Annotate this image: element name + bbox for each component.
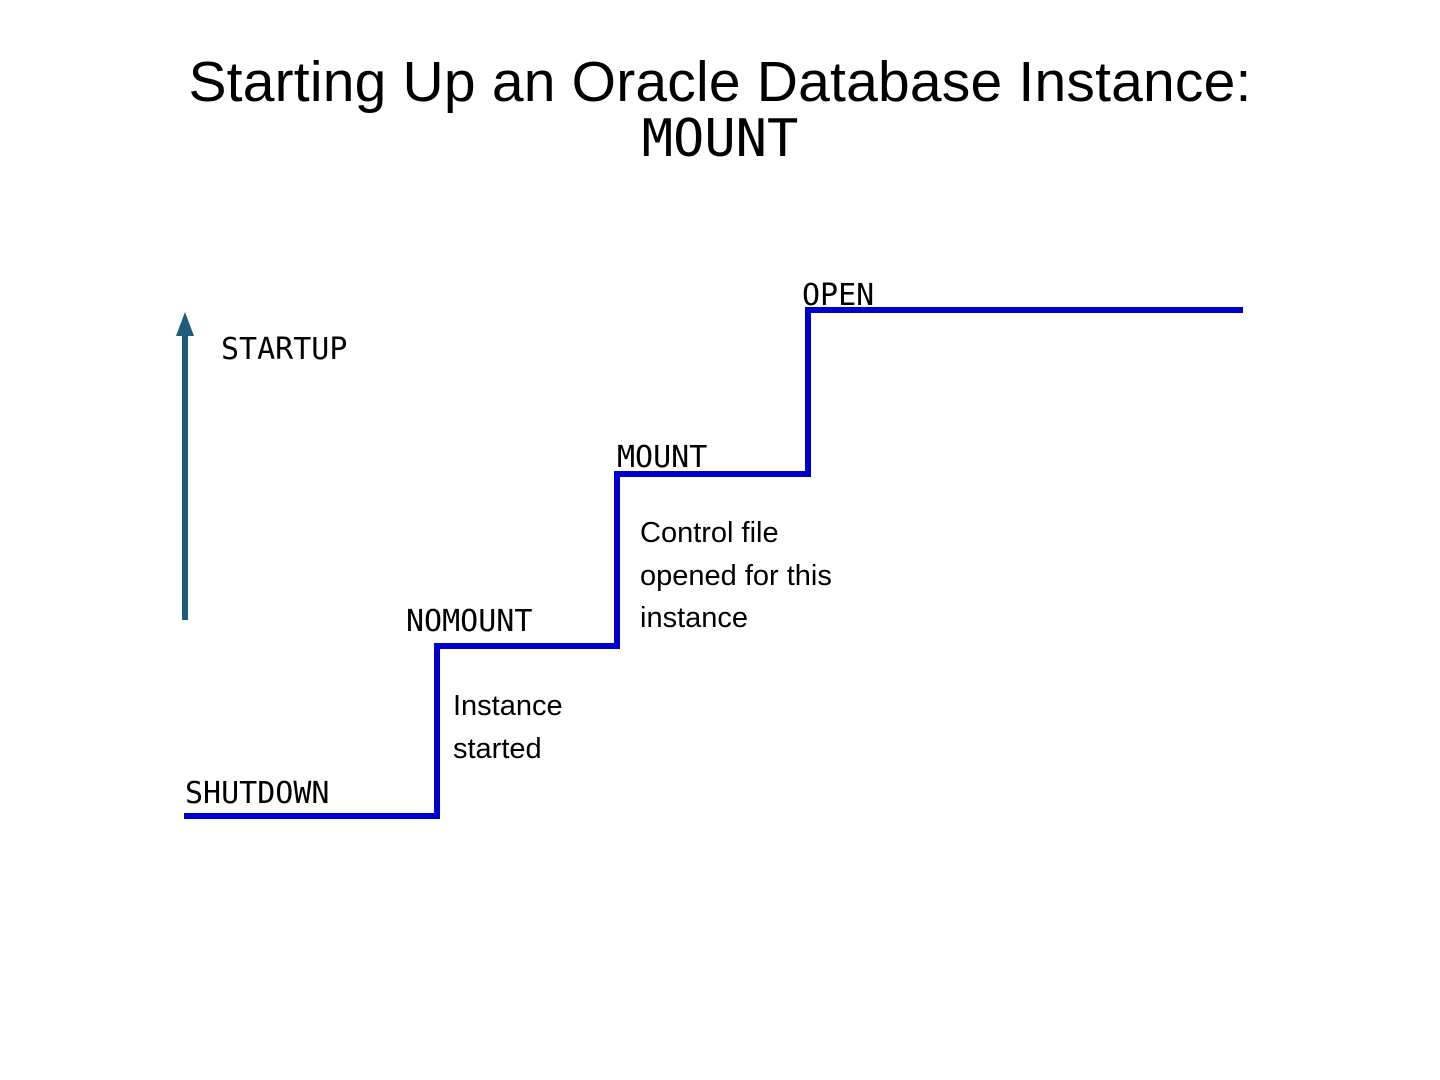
- stage-label-open: OPEN: [802, 278, 875, 313]
- stage-label-nomount: NOMOUNT: [406, 604, 533, 639]
- startup-arrow-icon: [176, 312, 194, 620]
- stage-step-line: [184, 307, 1243, 819]
- note-control-file: Control file opened for this instance: [640, 517, 832, 635]
- page-title: Starting Up an Oracle Database Instance:…: [0, 52, 1440, 168]
- stage-label-mount: MOUNT: [617, 440, 708, 475]
- stage-label-shutdown: SHUTDOWN: [185, 776, 330, 811]
- startup-label: STARTUP: [221, 332, 348, 367]
- title-line-1: Starting Up an Oracle Database Instance:: [188, 50, 1252, 114]
- note-instance-started: Instance started: [453, 690, 563, 765]
- title-line-2: MOUNT: [641, 109, 799, 170]
